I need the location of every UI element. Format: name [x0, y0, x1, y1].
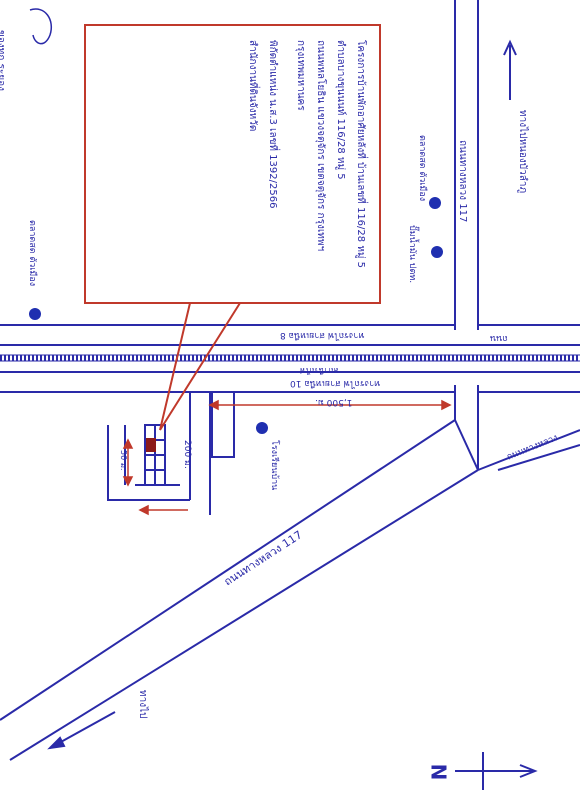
- rail-bottom-label: ทางรถไฟ สายเหนือ 10: [290, 378, 381, 388]
- dimension-small-label: 50 ม.: [119, 450, 128, 471]
- north-road-arrow: [503, 39, 517, 100]
- school-label: โรงเรียนบ้าน: [269, 440, 279, 491]
- plot-grid: [144, 424, 166, 486]
- callout-line-6: สำนักงานที่ดินจังหวัด: [247, 40, 258, 132]
- road-117-top-label: ถนนทางหลวง 117: [457, 140, 468, 223]
- right-place-label: ตลาดสด ตัวเมือง: [417, 135, 427, 202]
- callout-line-5: พิกัดตำแหน่ง น.ส.3 เลขที่ 1392/2566: [267, 40, 278, 209]
- dimension-vertical-label: 200 ม.: [182, 440, 192, 469]
- right-place2-label: ปั๊มน้ำมัน ปตท.: [407, 225, 417, 284]
- rail-mid-label: สถานีรถไฟ: [300, 366, 339, 375]
- north-label: N: [426, 763, 451, 781]
- subject-plot: [146, 438, 156, 452]
- diagonal-highway: [0, 419, 479, 761]
- landmark-dots: [29, 197, 443, 434]
- rail-top-label: ทางรถไฟ สายเหนือ 8: [280, 330, 365, 340]
- right-rail-label: ถนน: [490, 333, 508, 343]
- north-road-label: ทางไปหนองบัวลำภู: [517, 110, 528, 194]
- callout-line-2: ตำบลบางขุนนนท์ 116/28 หมู่ 5: [335, 40, 346, 180]
- callout-text: โครงการบ้านพักอาศัยหลังที่ บ้านเลขที่ 11…: [242, 40, 370, 290]
- railway-track: [0, 354, 580, 362]
- bottom-left-label: ทางไป: [137, 690, 148, 719]
- callout-line-4: กรุงเทพมหานคร: [295, 40, 306, 111]
- callout-line-3: ถนนพหลโยธิน แขวงจตุจักร เขตจตุจักร กรุงเ…: [315, 40, 326, 252]
- callout-line-1: โครงการบ้านพักอาศัยหลังที่ บ้านเลขที่ 11…: [355, 40, 366, 269]
- north-arrow: [455, 752, 538, 790]
- top-left-note: ของทุก ระยอง: [0, 30, 6, 92]
- left-place-label: ตลาดสด ตัวเมือง: [27, 220, 37, 287]
- dimension-arrows: [122, 399, 452, 516]
- local-streets: [107, 391, 235, 515]
- callout-box: [84, 24, 381, 431]
- top-left-scribble: [29, 8, 52, 45]
- bottom-left-arrow: [47, 711, 116, 750]
- lower-right-road: [477, 429, 580, 471]
- north-south-road: [454, 0, 479, 470]
- dimension-horizontal-label: 1,500 ม.: [315, 397, 353, 407]
